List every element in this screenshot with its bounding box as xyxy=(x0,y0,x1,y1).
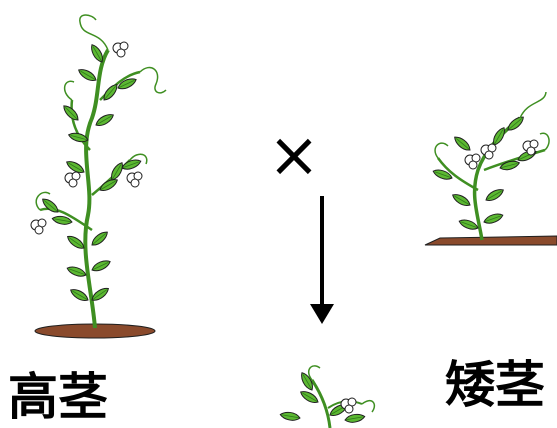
cross-symbol: × xyxy=(268,124,320,186)
tall-pea-plant-icon xyxy=(31,15,166,338)
dwarf-pea-plant-icon xyxy=(425,92,557,245)
offspring-pea-plant-icon xyxy=(280,366,375,428)
down-arrow-icon xyxy=(310,196,334,324)
tall-stem-label: 高茎 xyxy=(8,372,108,422)
dwarf-stem-label: 矮茎 xyxy=(445,360,545,410)
